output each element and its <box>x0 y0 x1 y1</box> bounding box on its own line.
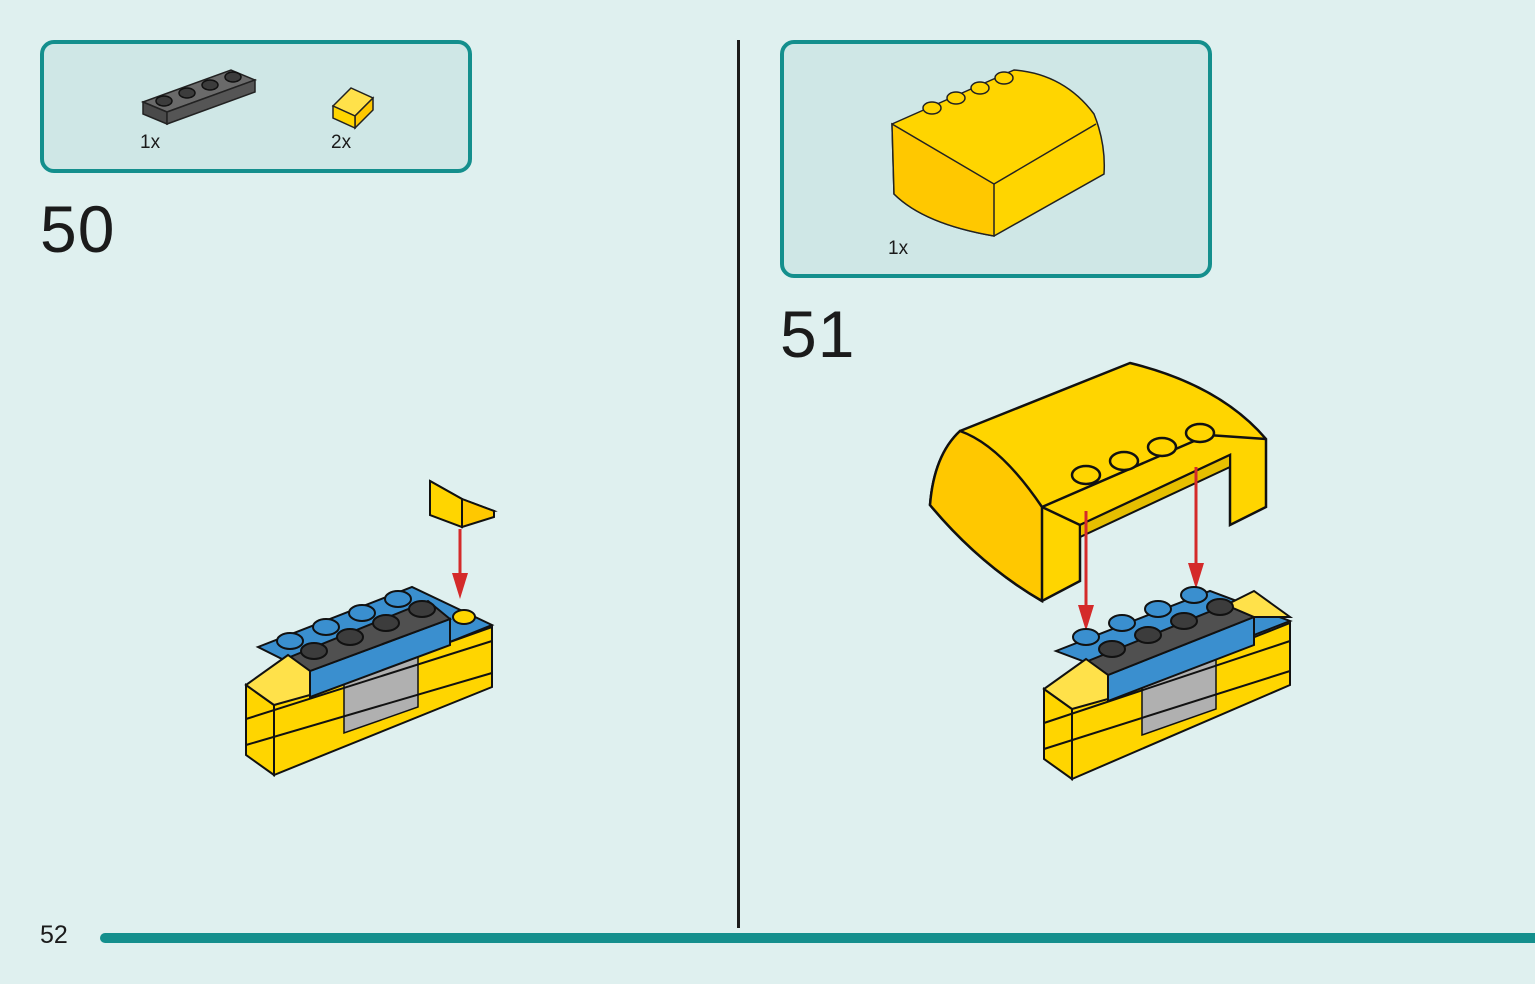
footer-bar <box>100 933 1535 943</box>
part-qty: 2x <box>331 132 352 153</box>
step-50-assembly-illustration <box>244 479 498 777</box>
part-qty: 1x <box>888 238 909 259</box>
step-51-assembly-illustration <box>928 361 1294 781</box>
parts-callout-step-50: 1x 2x <box>40 40 472 173</box>
dark-gray-plate-1x4-icon <box>140 69 258 126</box>
down-arrow-icon <box>1078 467 1204 631</box>
step-number: 51 <box>780 297 856 371</box>
page-number: 52 <box>40 921 68 949</box>
part-qty: 1x <box>140 132 161 153</box>
step-divider <box>737 40 740 928</box>
yellow-slope-1x1-icon <box>429 479 498 529</box>
yellow-curved-windscreen-icon <box>928 361 1268 604</box>
step-number: 50 <box>40 192 116 266</box>
parts-callout-step-51: 1x <box>780 40 1212 278</box>
down-arrow-icon <box>452 529 468 599</box>
yellow-curved-windscreen-icon <box>891 69 1106 237</box>
yellow-slope-1x1-icon <box>331 87 375 130</box>
